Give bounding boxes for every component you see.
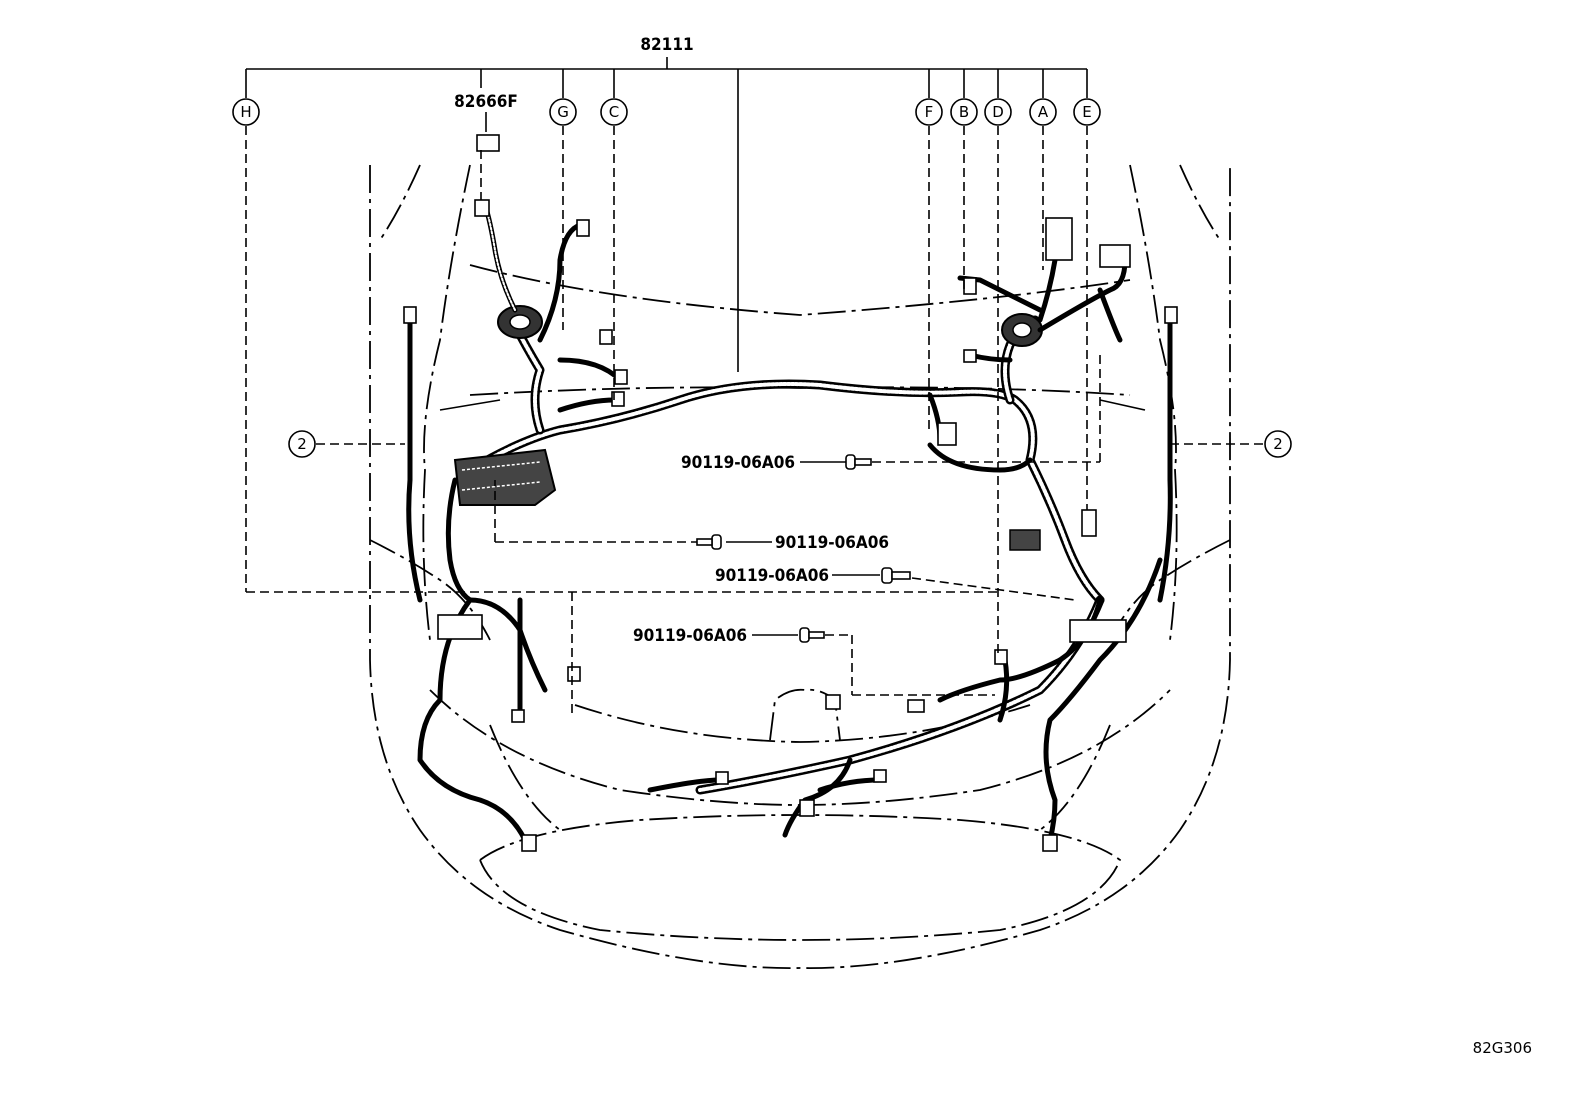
sub-part-label: 82666F — [454, 92, 518, 112]
callout-e: E — [1073, 98, 1101, 126]
callout-e-label: E — [1082, 103, 1091, 121]
section-ref-left-label: 2 — [297, 435, 307, 453]
bolt-icons — [696, 454, 911, 643]
bolt-icon — [845, 454, 872, 470]
callout-c: C — [600, 98, 628, 126]
engine-room-main-harness — [403, 134, 1178, 852]
callout-d: D — [984, 98, 1012, 126]
bolt-label-2: 90119-06A06 — [775, 533, 889, 553]
callout-f: F — [915, 98, 943, 126]
callout-b: B — [950, 98, 978, 126]
main-part-label: 82111 — [640, 35, 693, 55]
callout-h-label: H — [240, 103, 251, 121]
callout-d-label: D — [992, 103, 1004, 121]
callout-c-label: C — [609, 103, 619, 121]
callout-a: A — [1029, 98, 1057, 126]
bolt-label-4: 90119-06A06 — [633, 626, 747, 646]
bolt-label-3: 90119-06A06 — [715, 566, 829, 586]
callout-g-label: G — [557, 103, 569, 121]
section-ref-right-label: 2 — [1273, 435, 1283, 453]
callout-f-label: F — [925, 103, 934, 121]
illustration-code: 82G306 — [1473, 1039, 1532, 1057]
callout-a-label: A — [1038, 103, 1049, 121]
bolt-label-1: 90119-06A06 — [681, 453, 795, 473]
bolt-icon — [696, 534, 722, 550]
callout-h: H — [232, 98, 260, 126]
section-ref-right: 2 — [1264, 430, 1292, 458]
callout-b-label: B — [959, 103, 969, 121]
leader-lines — [245, 57, 1265, 715]
section-ref-left: 2 — [288, 430, 316, 458]
callout-g: G — [549, 98, 577, 126]
bolt-icon — [881, 567, 911, 584]
bolt-icon — [799, 627, 825, 643]
